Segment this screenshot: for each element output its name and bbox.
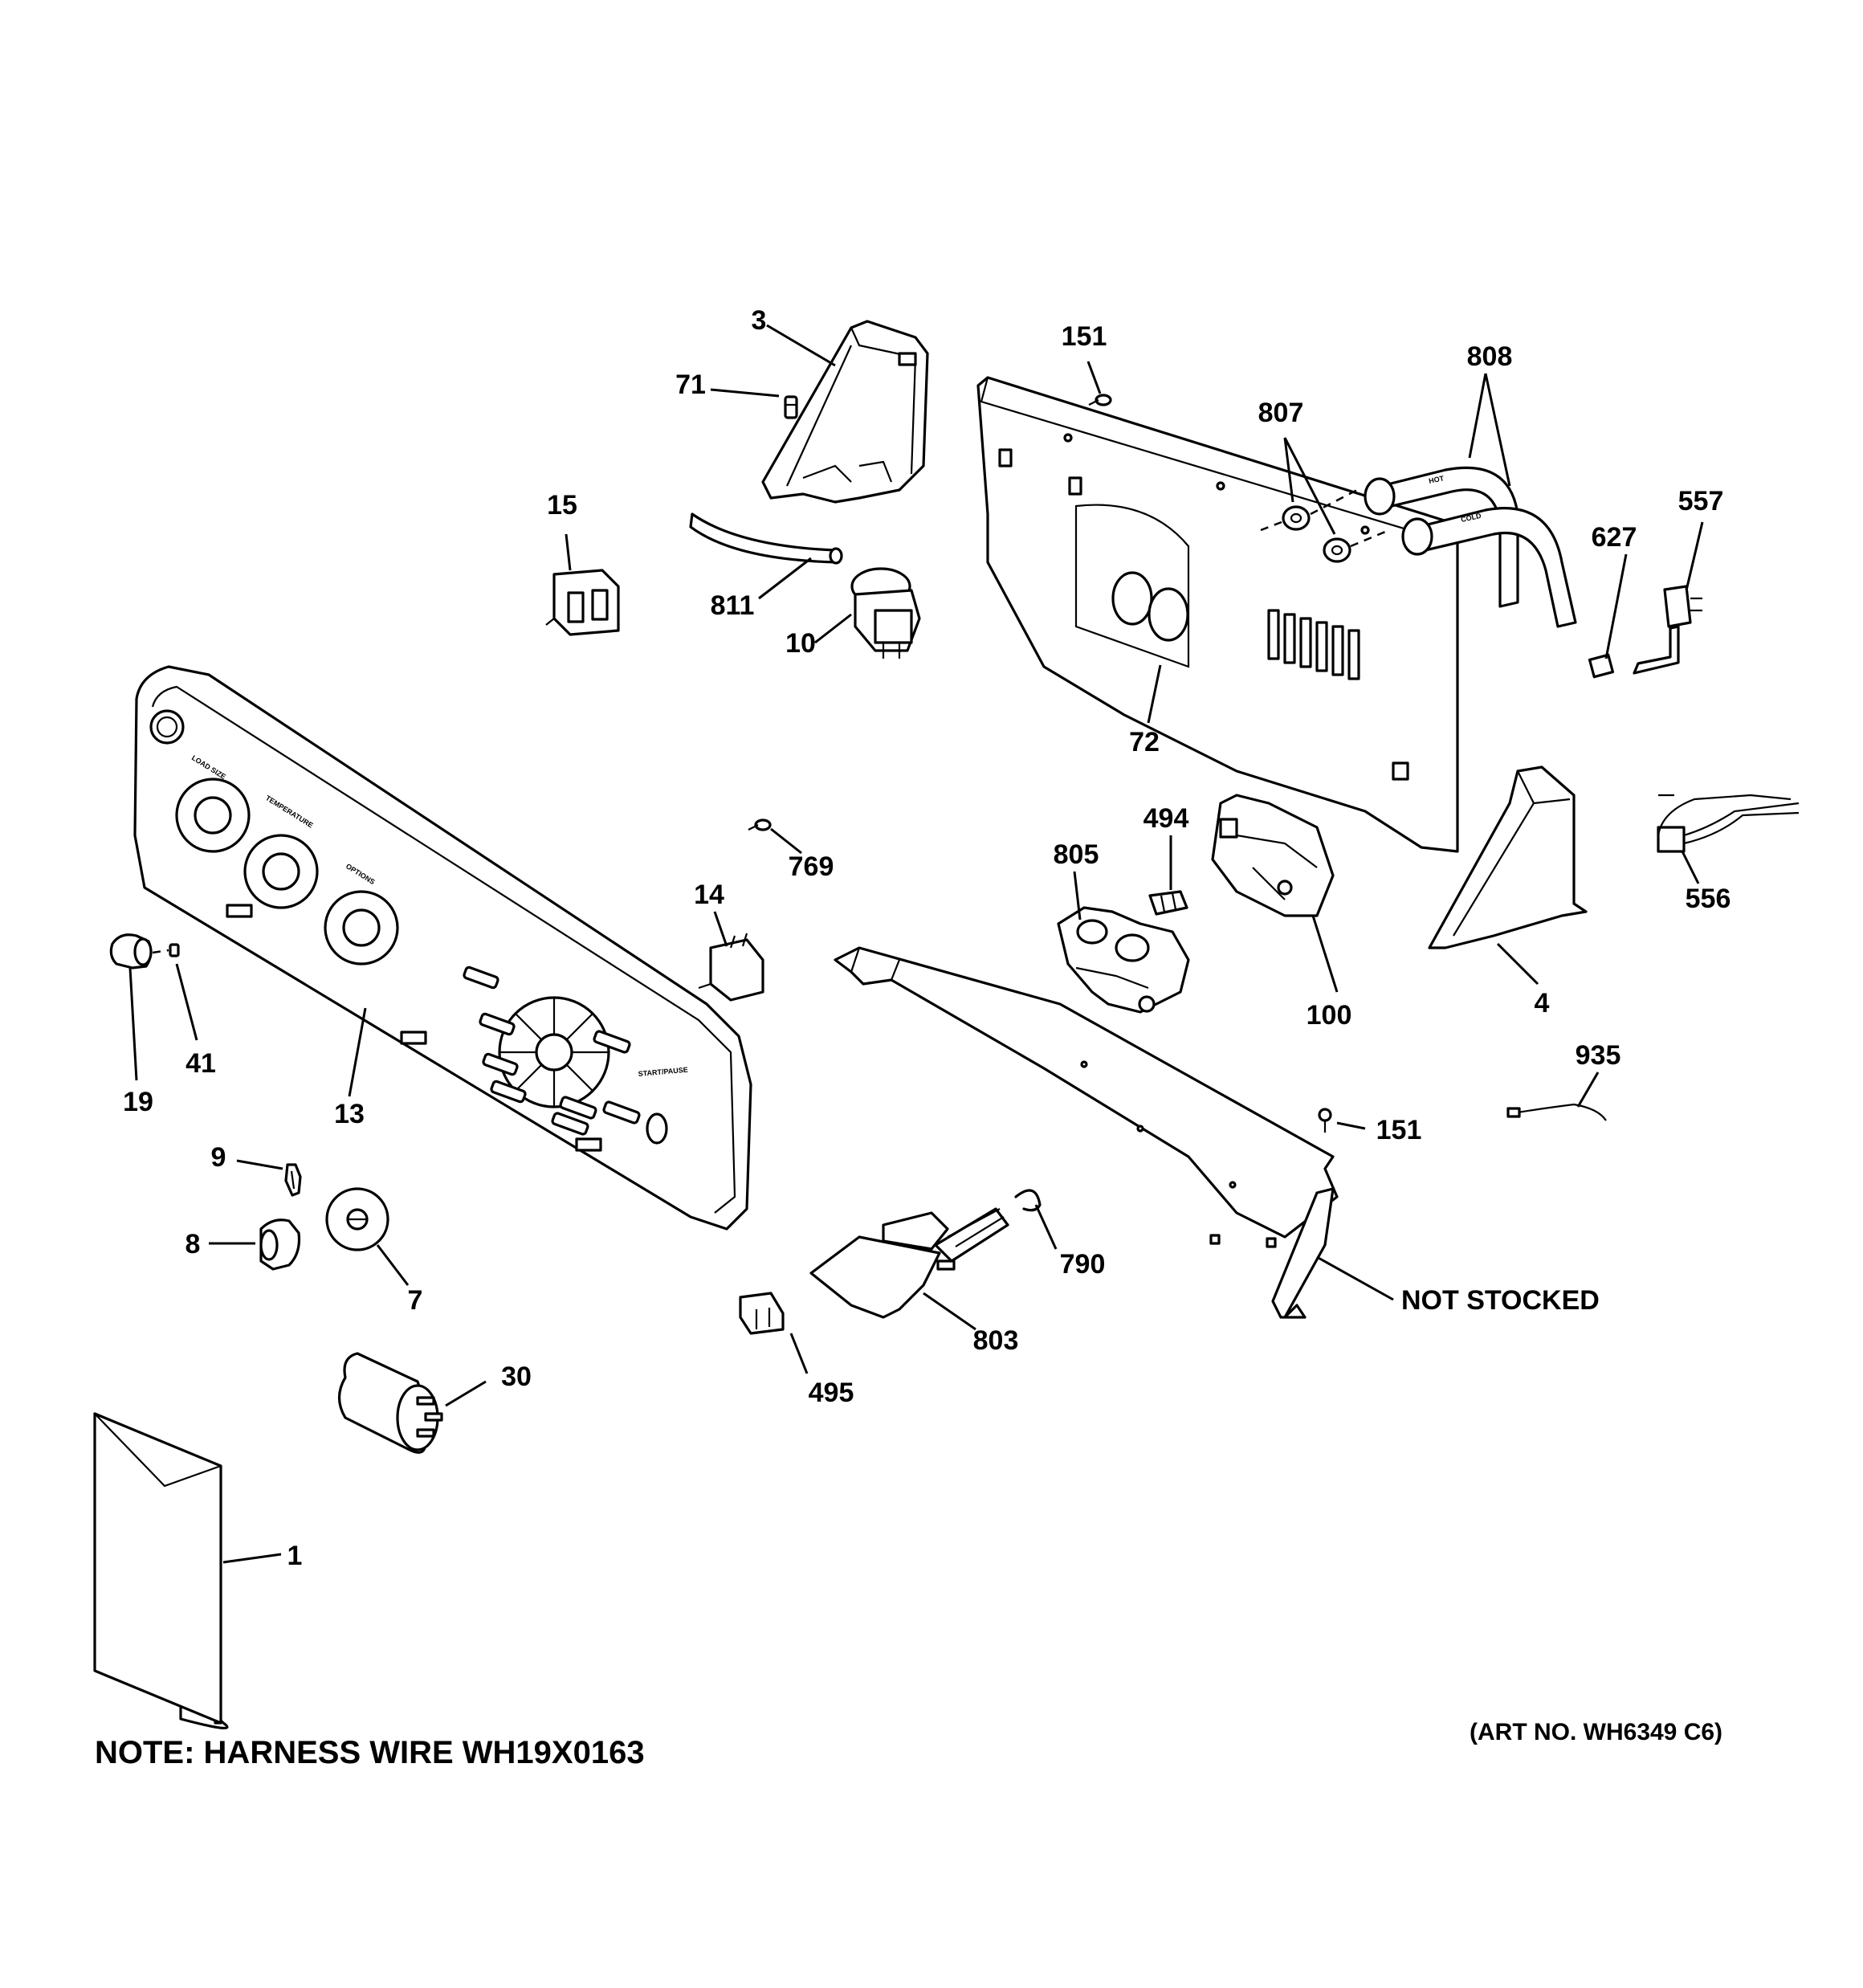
callout-151-top: 151: [1062, 321, 1107, 352]
part-803-dispenser: [809, 1207, 1009, 1319]
callout-803: 803: [973, 1325, 1019, 1356]
callout-627: 627: [1592, 522, 1637, 553]
callout-807: 807: [1258, 398, 1304, 428]
callout-9: 9: [211, 1142, 226, 1173]
callout-7: 7: [408, 1285, 423, 1316]
not-stocked-bracket: [834, 946, 1339, 1319]
callout-556: 556: [1686, 884, 1731, 914]
hose-hot-label: HOT: [1428, 474, 1445, 485]
part-13-control-panel: LOAD SIZE TEMPERATURE OPTIONS START/PAUS…: [133, 665, 752, 1231]
callout-19: 19: [123, 1087, 153, 1117]
callout-13: 13: [334, 1099, 365, 1129]
part-9-clip: [284, 1163, 302, 1197]
callout-14: 14: [694, 880, 724, 910]
part-807-washers: [1260, 488, 1390, 563]
part-10-pressure-switch: [850, 567, 921, 659]
callout-1: 1: [287, 1541, 303, 1571]
callout-100: 100: [1307, 1000, 1352, 1031]
callout-494: 494: [1143, 803, 1189, 834]
part-811-hose: [689, 512, 843, 565]
callout-808: 808: [1467, 341, 1513, 372]
part-935-ground-wire: [1506, 1103, 1607, 1121]
callout-71: 71: [675, 369, 706, 400]
callout-557: 557: [1678, 486, 1724, 516]
cycle-selector-dial: [498, 996, 610, 1108]
part-1-literature-envelope: [93, 1412, 229, 1729]
callout-10: 10: [785, 628, 816, 659]
part-3-endcap-left: [761, 320, 929, 504]
part-805-water-valve: [1057, 906, 1190, 1014]
callout-3: 3: [752, 305, 767, 336]
callout-72: 72: [1129, 727, 1160, 757]
part-556-wire-harness: [1657, 794, 1800, 853]
part-72-backsplash: [976, 376, 1459, 853]
part-495-connector: [739, 1292, 785, 1335]
callout-labels: 3 71 151 807 808 557 627 15 811 10 72 49…: [123, 305, 1731, 1571]
leader-lines: [128, 324, 1704, 1564]
callout-495: 495: [809, 1378, 854, 1408]
part-8-knob: [259, 1219, 301, 1271]
part-4-endcap-right: [1428, 765, 1588, 949]
part-627-clip: [1588, 653, 1615, 679]
callout-151-bottom: 151: [1376, 1115, 1422, 1145]
part-557-connector: [1633, 585, 1702, 675]
part-808-fill-hoses: HOT COLD: [1364, 466, 1577, 628]
part-100-timer: [1211, 794, 1335, 917]
callout-805: 805: [1054, 839, 1099, 870]
callout-4: 4: [1535, 988, 1550, 1018]
ge-logo: [149, 709, 185, 745]
part-30-motor-capacitor: [337, 1352, 443, 1454]
part-790-clip: [1014, 1189, 1042, 1212]
part-14-switch: [698, 933, 764, 1002]
harness-wire-note: NOTE: HARNESS WIRE WH19X0163: [95, 1735, 645, 1770]
callout-41: 41: [185, 1048, 216, 1079]
callout-15: 15: [547, 490, 577, 520]
callout-935: 935: [1576, 1040, 1621, 1071]
part-41-spring: [152, 943, 180, 957]
part-769-screw: [748, 818, 772, 831]
art-number: (ART NO. WH6349 C6): [1470, 1719, 1723, 1745]
callout-769: 769: [789, 851, 834, 882]
callout-30: 30: [501, 1361, 532, 1392]
part-151-screw-bottom: [1318, 1108, 1332, 1133]
callout-811: 811: [711, 590, 755, 621]
not-stocked-label: NOT STOCKED: [1401, 1285, 1600, 1316]
part-7-dial: [325, 1187, 389, 1251]
backsplash-vent-slots: [1267, 609, 1360, 680]
callout-8: 8: [185, 1229, 201, 1259]
part-71-screw: [784, 395, 798, 419]
part-19-knob: [109, 933, 153, 970]
part-151-screw-top: [1088, 394, 1112, 406]
part-494-connector: [1148, 890, 1188, 916]
part-15-switch: [545, 569, 620, 636]
callout-790: 790: [1060, 1249, 1106, 1280]
